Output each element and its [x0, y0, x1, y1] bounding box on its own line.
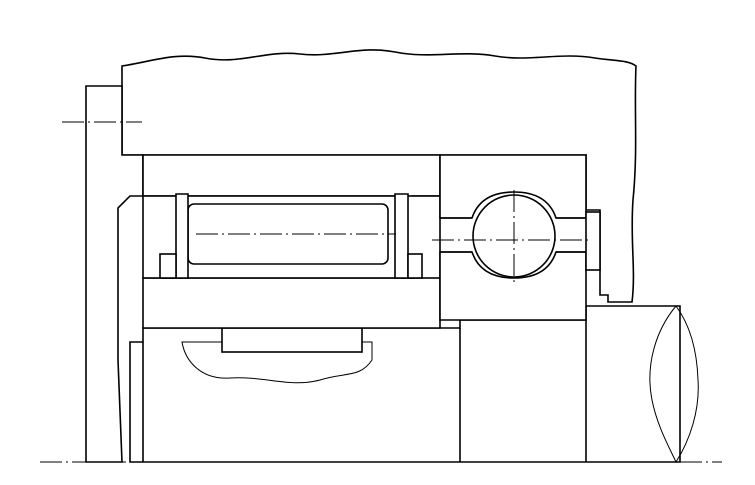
shaft-key-break: [181, 327, 373, 384]
housing: [121, 49, 637, 303]
key: [221, 327, 363, 353]
retaining-ring: [585, 211, 601, 271]
center-lines: [40, 121, 722, 463]
ball-bearing: [439, 154, 601, 321]
roller-bearing: [142, 154, 441, 329]
shaft: [129, 305, 681, 463]
